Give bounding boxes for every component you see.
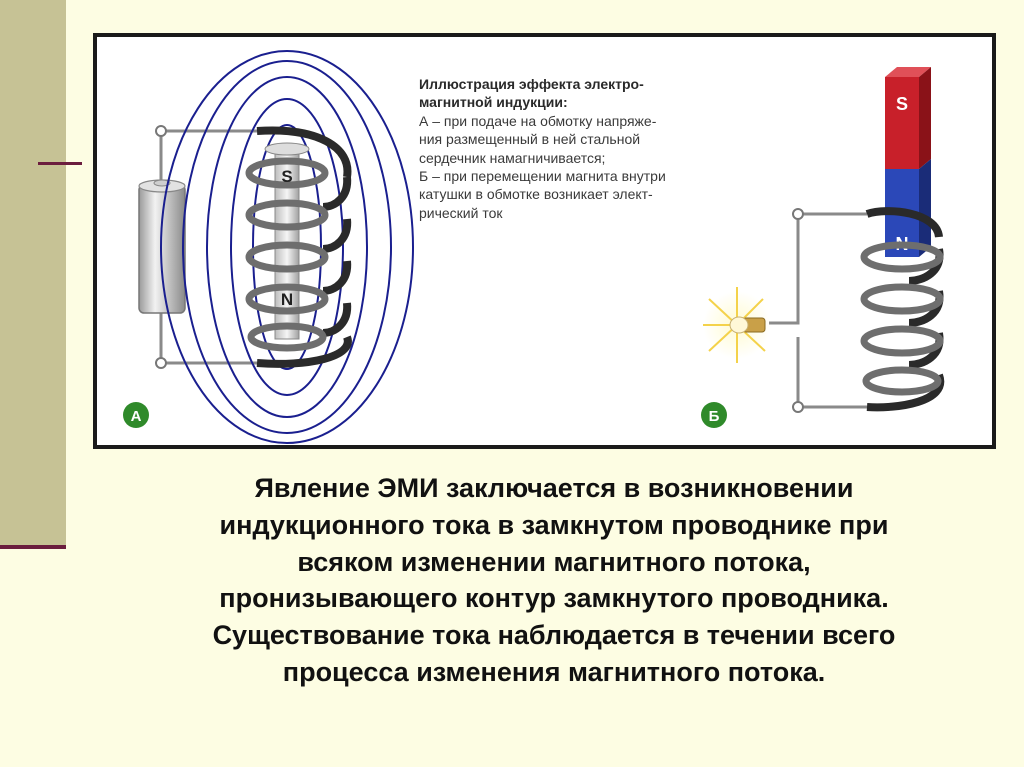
accent-rule-top <box>38 162 82 165</box>
figure-caption: Иллюстрация эффекта электро- магнитной и… <box>419 75 759 222</box>
core-north-label: N <box>281 290 293 309</box>
definition-line: Явление ЭМИ заключается в возникновении <box>254 473 854 503</box>
terminal-a-bottom <box>155 357 167 369</box>
caption-line: Б – при перемещении магнита внутри <box>419 168 666 185</box>
core-south-label: S <box>281 167 292 186</box>
coil-a <box>256 126 352 368</box>
panel-b-label: Б <box>709 408 720 425</box>
panel-b-badge: Б <box>701 402 727 428</box>
accent-rule-bottom <box>0 545 66 549</box>
definition-line: процесса изменения магнитного потока. <box>282 656 826 687</box>
definition-line: пронизывающего контур замкнутого проводн… <box>219 583 889 614</box>
panel-a-label: А <box>131 408 142 425</box>
caption-line: сердечник намагничивается; <box>419 149 606 166</box>
definition-line: индукционного тока в замкнутом проводник… <box>219 509 889 540</box>
terminal-a-top <box>155 125 167 137</box>
illustration-frame: S N А <box>93 33 996 449</box>
caption-line: А – при подаче на обмотку напряже- <box>419 112 657 129</box>
definition-text: Явление ЭМИ заключается в возникновении … <box>104 470 1004 691</box>
coil-turns-a <box>245 157 329 352</box>
definition-line: Существование тока наблюдается в течении… <box>212 620 896 651</box>
caption-line: ния размещенный в ней стальной <box>419 131 641 148</box>
panel-a-badge: А <box>123 402 149 428</box>
terminal-b-bottom <box>792 401 804 413</box>
bar-magnet-icon: S N <box>885 67 931 257</box>
magnetic-field-lines <box>160 50 414 444</box>
terminal-b-top <box>792 208 804 220</box>
definition-line: всяком изменении магнитного потока, <box>297 546 811 577</box>
caption-line: рический ток <box>419 204 503 221</box>
caption-line: катушки в обмотке возникает элект- <box>419 186 653 203</box>
induction-diagram: S N А <box>123 50 945 444</box>
coil-b <box>860 207 945 412</box>
caption-title-line: Иллюстрация эффекта электро- <box>419 76 644 92</box>
caption-title-line: магнитной индукции: <box>419 94 568 111</box>
magnet-south-label: S <box>896 94 908 114</box>
light-bulb-icon <box>703 287 771 363</box>
circuit-wires-b <box>769 212 867 409</box>
left-decorative-band <box>0 0 66 548</box>
